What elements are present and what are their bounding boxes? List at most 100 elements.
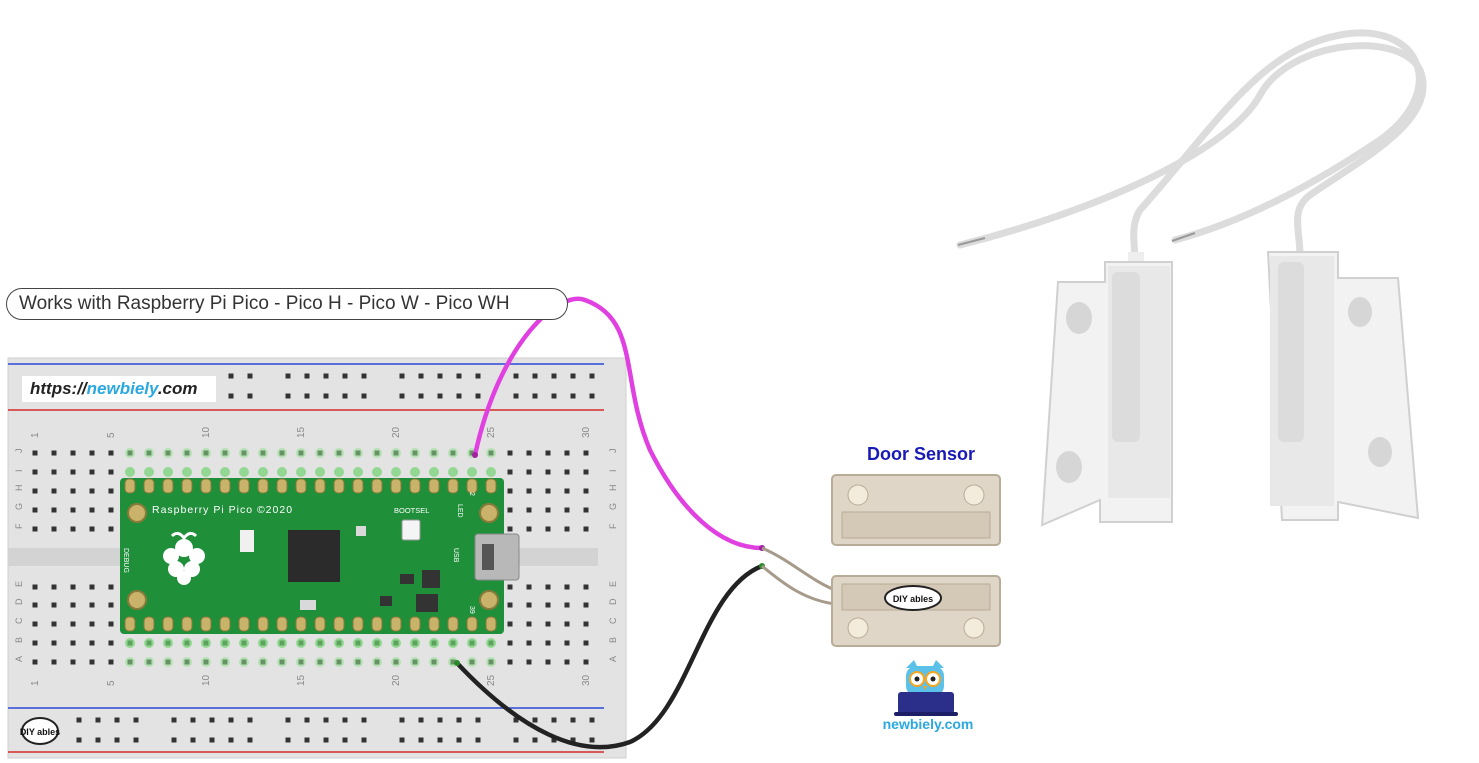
pin-highlight — [258, 657, 268, 667]
pico-pin — [485, 478, 497, 494]
sensor-lead-1 — [761, 546, 836, 592]
row-letter: J — [608, 449, 618, 454]
rail-hole — [228, 737, 234, 743]
rail-hole — [95, 717, 101, 723]
pin-highlight — [429, 448, 439, 458]
screw-hole — [1056, 451, 1082, 483]
rail-hole — [361, 737, 367, 743]
rail-hole — [399, 737, 405, 743]
compatibility-caption: Works with Raspberry Pi Pico - Pico H - … — [6, 288, 568, 320]
breadboard-hole — [564, 469, 570, 475]
row-letter: I — [14, 469, 24, 472]
breadboard-hole — [89, 640, 95, 646]
bootsel-button[interactable] — [401, 519, 421, 541]
breadboard-hole — [108, 621, 114, 627]
breadboard-hole — [545, 488, 551, 494]
pin-highlight — [391, 467, 401, 477]
mount-hole-tl — [127, 503, 147, 523]
ground-wire-end — [454, 660, 460, 666]
pin-highlight — [486, 448, 496, 458]
breadboard-hole — [32, 450, 38, 456]
column-number: 25 — [486, 674, 497, 686]
pin-highlight — [467, 467, 477, 477]
breadboard-hole — [545, 602, 551, 608]
pin-highlight — [296, 657, 306, 667]
pin-highlight — [410, 467, 420, 477]
breadboard-hole — [51, 507, 57, 513]
pico-pin — [447, 478, 459, 494]
column-number: 20 — [391, 674, 402, 686]
pico-pin — [162, 478, 174, 494]
rail-hole — [247, 393, 253, 399]
breadboard-hole — [70, 640, 76, 646]
rail-hole — [551, 393, 557, 399]
breadboard-hole — [32, 659, 38, 665]
rail-hole — [570, 393, 576, 399]
website-url[interactable]: https://newbiely.com — [22, 376, 216, 402]
cable-sleeve-2 — [1128, 252, 1144, 262]
smd-component — [356, 526, 366, 536]
breadboard-hole — [32, 640, 38, 646]
sensor-logo-text: DIY ables — [893, 594, 933, 604]
breadboard-hole — [583, 659, 589, 665]
rail-hole — [532, 373, 538, 379]
breadboard-hole — [507, 469, 513, 475]
breadboard-hole — [51, 488, 57, 494]
breadboard-hole — [545, 640, 551, 646]
pin-highlight — [448, 448, 458, 458]
pin-highlight — [125, 448, 135, 458]
breadboard-hole — [108, 584, 114, 590]
owl-mascot-icon — [894, 660, 958, 716]
breadboard-hole — [70, 526, 76, 532]
usb-connector — [474, 533, 520, 581]
rail-hole — [589, 373, 595, 379]
breadboard-hole — [89, 621, 95, 627]
breadboard-hole — [545, 469, 551, 475]
pin-highlight — [486, 467, 496, 477]
pin-highlight — [448, 467, 458, 477]
rail-hole — [304, 373, 310, 379]
breadboard-hole — [564, 602, 570, 608]
brand-name[interactable]: newbiely.com — [882, 716, 974, 732]
rail-hole — [456, 717, 462, 723]
breadboard-hole — [32, 469, 38, 475]
rail-hole — [475, 717, 481, 723]
pico-pin — [219, 478, 231, 494]
breadboard-hole — [32, 584, 38, 590]
breadboard-hole — [89, 602, 95, 608]
pico-pin — [238, 616, 250, 632]
breadboard-hole — [564, 640, 570, 646]
rail-hole — [570, 717, 576, 723]
rail-hole — [456, 393, 462, 399]
breadboard-hole — [70, 469, 76, 475]
rail-hole — [323, 373, 329, 379]
pico-pin — [238, 478, 250, 494]
breadboard-hole — [70, 621, 76, 627]
pin-highlight — [353, 467, 363, 477]
breadboard-hole — [507, 488, 513, 494]
breadboard-hole — [564, 584, 570, 590]
breadboard-hole — [526, 621, 532, 627]
pin-highlight — [315, 448, 325, 458]
pico-pin — [352, 478, 364, 494]
rail-hole — [589, 717, 595, 723]
rail-hole — [437, 717, 443, 723]
rail-hole — [285, 717, 291, 723]
rail-hole — [551, 717, 557, 723]
breadboard-hole — [583, 640, 589, 646]
rail-hole — [209, 737, 215, 743]
column-number: 10 — [201, 674, 212, 686]
breadboard-hole — [108, 602, 114, 608]
rail-hole — [399, 373, 405, 379]
breadboard-hole — [526, 584, 532, 590]
breadboard-hole — [507, 659, 513, 665]
row-letter: F — [14, 523, 24, 529]
pin-highlight — [258, 467, 268, 477]
pico-pin — [409, 616, 421, 632]
breadboard-hole — [564, 488, 570, 494]
row-letter: I — [608, 469, 618, 472]
pico-pin — [219, 616, 231, 632]
breadboard-hole — [507, 526, 513, 532]
rail-hole — [76, 717, 82, 723]
rail-hole — [285, 737, 291, 743]
